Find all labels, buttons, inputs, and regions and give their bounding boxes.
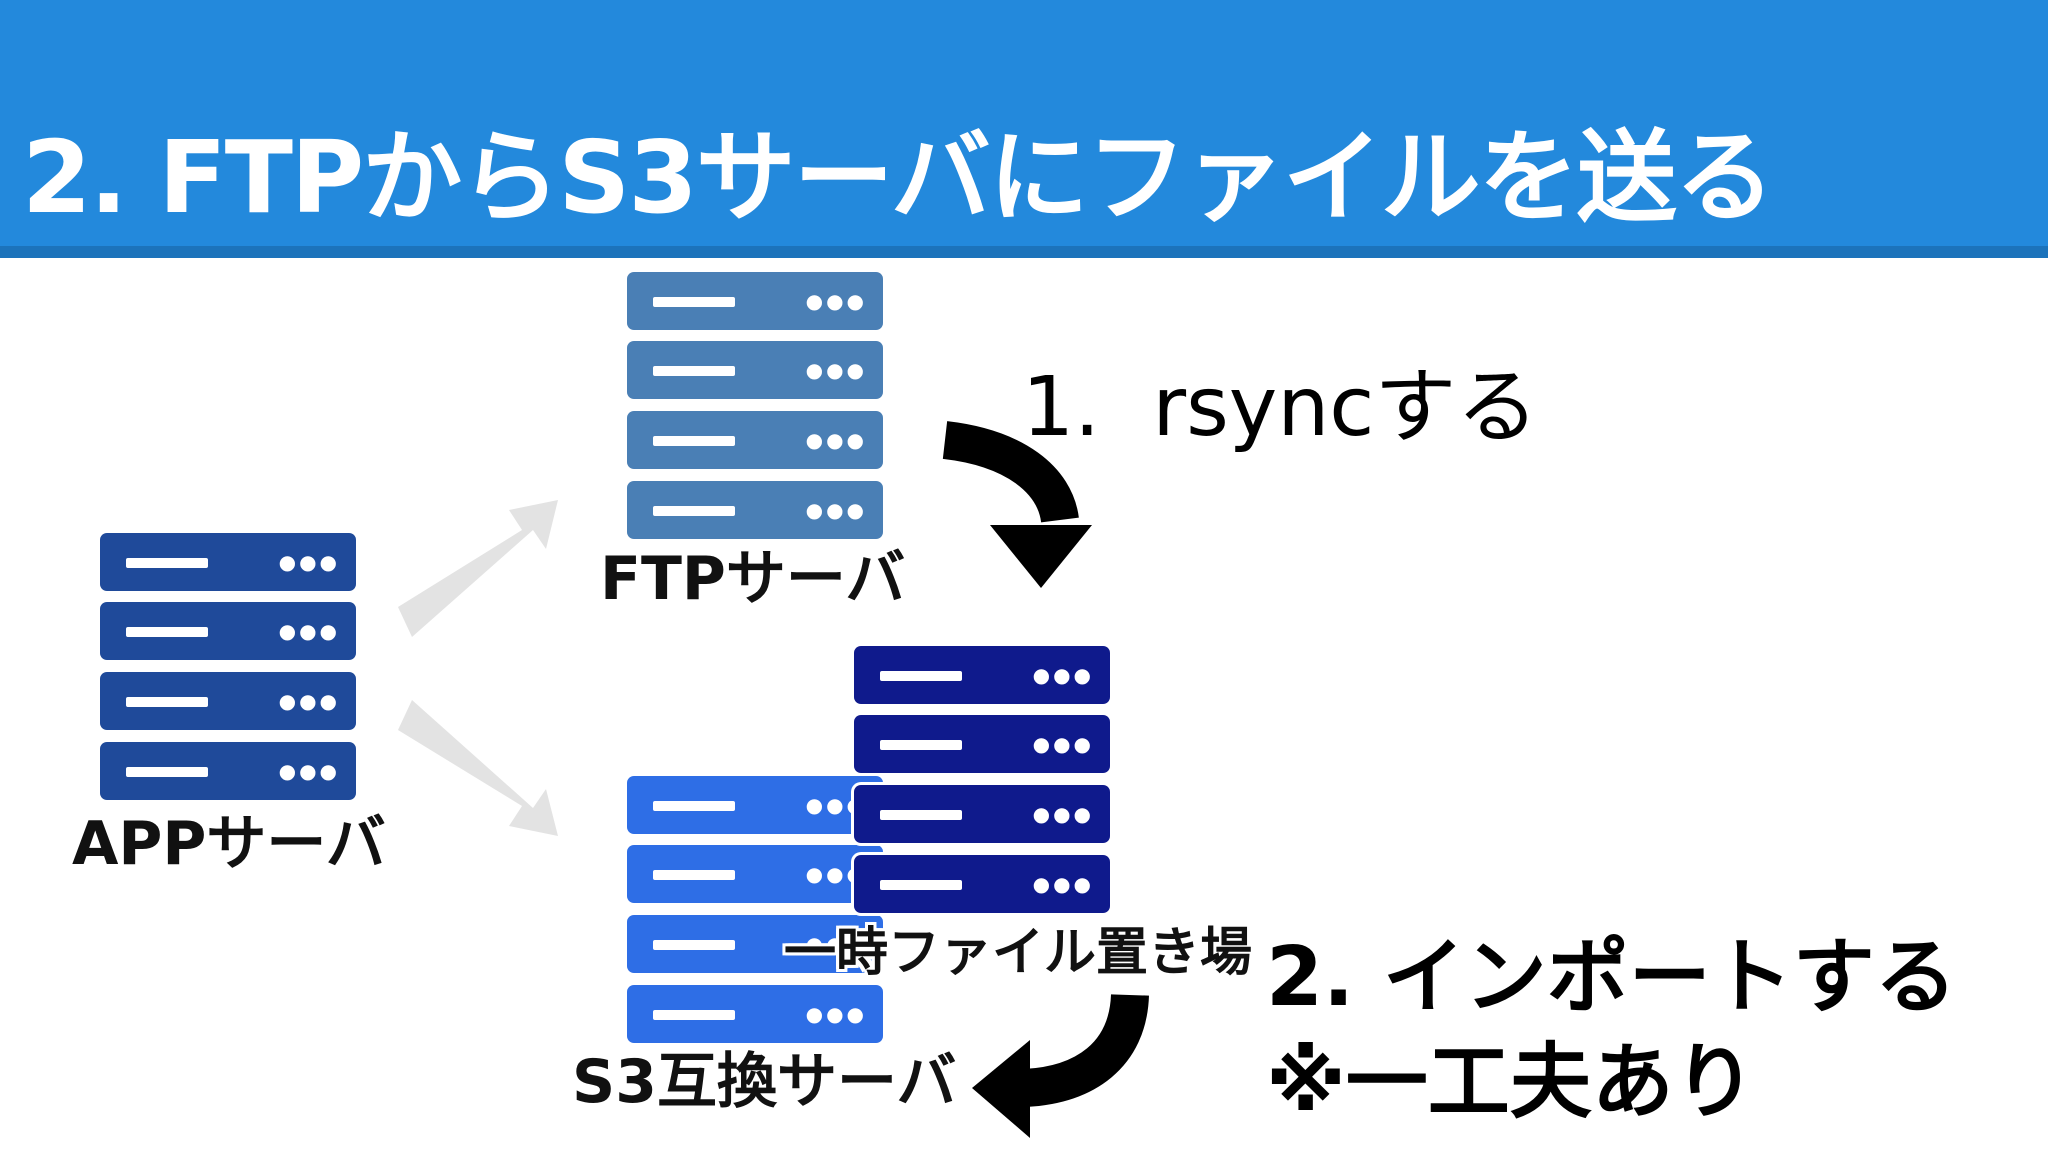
step-2-text: 2. インポートする [1266, 930, 1957, 1025]
rsync-curved-arrow-icon [942, 421, 1092, 588]
gray-arrow-down-icon [398, 700, 558, 836]
step-1-text: 1. rsyncする [1022, 360, 1539, 455]
title-bar-shadow [0, 246, 2048, 258]
app-server-label: APPサーバ [72, 809, 386, 879]
ftp-server-label: FTPサーバ [600, 544, 906, 614]
title-bar: 2. FTPからS3サーバにファイルを送る [0, 0, 2048, 258]
step-2-note: ※一工夫あり [1266, 1035, 1756, 1130]
slide-title: 2. FTPからS3サーバにファイルを送る [22, 119, 1775, 236]
s3-server-label: S3互換サーバ [572, 1047, 957, 1117]
gray-arrow-up-icon [398, 500, 558, 637]
import-curved-arrow-icon [972, 993, 1149, 1138]
temp-storage-label: 一時ファイル置き場 [784, 923, 1253, 983]
